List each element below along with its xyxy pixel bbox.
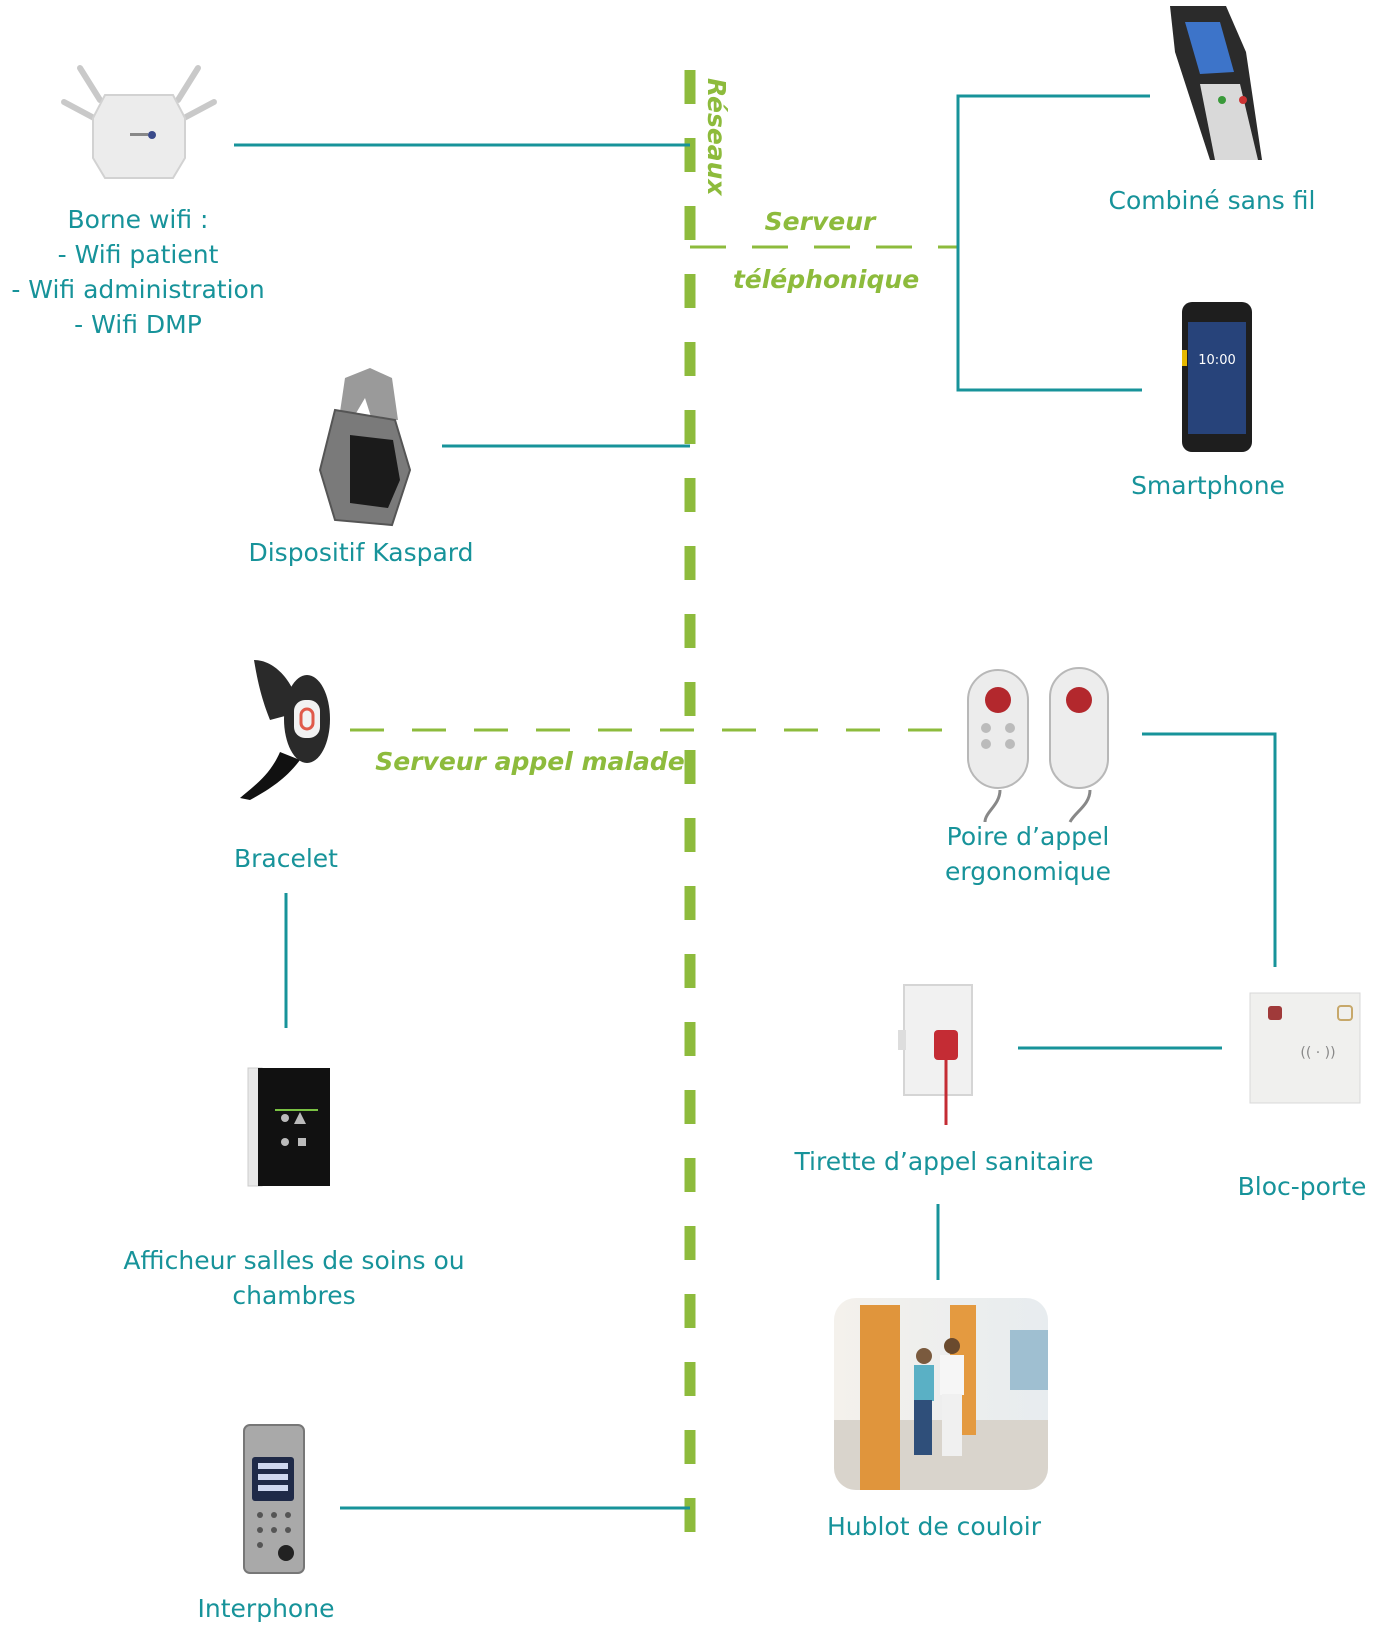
smartphone-label: Smartphone: [1131, 471, 1285, 500]
poire-bloc-connector: [1142, 732, 1277, 967]
phone-server-label-line2: téléphonique: [733, 265, 919, 294]
kaspard-label: Dispositif Kaspard: [248, 538, 473, 567]
borne-label-line4: - Wifi DMP: [74, 310, 202, 339]
call-pear-icon: [967, 667, 1109, 823]
network-label: Réseaux: [702, 78, 731, 196]
bracelet-icon: [240, 660, 330, 800]
afficheur-label-line2: chambres: [232, 1281, 355, 1310]
borne-label-line3: - Wifi administration: [11, 275, 264, 304]
wifi-access-point-icon: [61, 65, 217, 179]
svg-text:(( · )): (( · )): [1300, 1045, 1335, 1061]
combine-label: Combiné sans fil: [1109, 186, 1316, 215]
cordless-handset-icon: [1170, 6, 1262, 160]
pull-cord-icon: [898, 984, 973, 1125]
afficheur-label-line1: Afficheur salles de soins ou: [123, 1246, 464, 1275]
hublot-label: Hublot de couloir: [827, 1512, 1042, 1541]
bloc-porte-label: Bloc-porte: [1238, 1172, 1367, 1201]
poire-label-line2: ergonomique: [945, 857, 1111, 886]
call-server-label: Serveur appel malade: [375, 747, 684, 776]
smartphone-icon: 10:00: [1182, 302, 1252, 452]
phone-server-label-line1: Serveur: [765, 207, 877, 236]
room-display-icon: [247, 1067, 330, 1187]
borne-label-line2: - Wifi patient: [58, 240, 219, 269]
door-block-icon: (( · )): [1249, 992, 1361, 1104]
borne-label-line1: Borne wifi :: [68, 205, 209, 234]
tirette-label: Tirette d’appel sanitaire: [794, 1147, 1094, 1176]
interphone-label: Interphone: [198, 1594, 335, 1623]
intercom-icon: [243, 1424, 305, 1574]
kaspard-sensor-icon: [318, 368, 412, 527]
phone-tree-connector: [956, 94, 1150, 392]
poire-label-line1: Poire d’appel: [947, 822, 1110, 851]
smartphone-screen-time: 10:00: [1198, 353, 1235, 368]
corridor-photo-icon: [834, 1298, 1048, 1490]
bracelet-label: Bracelet: [234, 844, 338, 873]
